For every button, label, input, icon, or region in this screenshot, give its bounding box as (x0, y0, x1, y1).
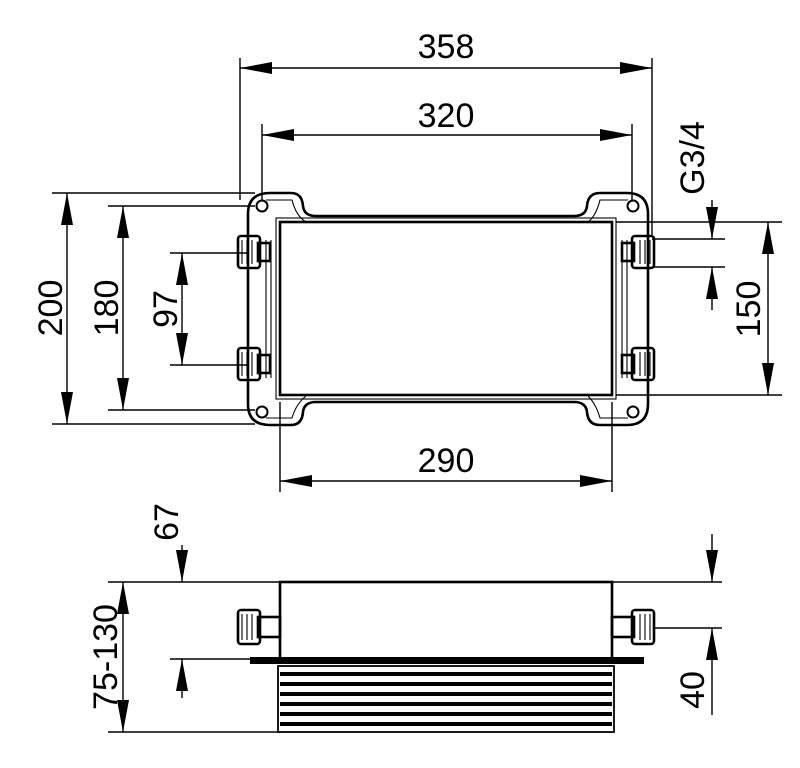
inner-box (278, 220, 614, 397)
dim-label-180: 180 (88, 280, 126, 337)
side-box (278, 580, 614, 662)
dim-label-67: 67 (148, 503, 186, 541)
mounting-plate-outline (246, 191, 650, 427)
connector-top-left (236, 234, 272, 270)
dimension-total-height: 200 (32, 192, 255, 425)
side-connector-left (236, 608, 282, 646)
dim-label-150: 150 (730, 281, 768, 338)
rib-stack (277, 665, 615, 733)
mounting-plate-inner-outline (266, 199, 628, 419)
dim-label-358: 358 (418, 28, 475, 66)
top-view (236, 191, 656, 427)
dimension-total-width: 358 (239, 28, 653, 235)
mounting-hole-top-left (255, 199, 269, 213)
inner-box-border (275, 217, 617, 400)
dimension-side-height: 150 (616, 221, 782, 396)
dimension-hole-spacing-height: 180 (88, 205, 255, 411)
dimension-depth-upper: 67 (108, 503, 280, 698)
dim-label-97: 97 (147, 290, 185, 328)
dimension-depth-range: 75-130 (87, 582, 280, 733)
mounting-hole-bottom-left (255, 405, 269, 419)
dim-label-75-130: 75-130 (87, 604, 125, 710)
mounting-hole-bottom-right (626, 405, 640, 419)
mounting-hole-top-right (626, 199, 640, 213)
dimension-inner-width: 290 (279, 402, 613, 492)
dimension-thread-size: G3/4 (652, 121, 725, 310)
dimension-hole-spacing-width: 320 (261, 97, 633, 200)
side-view (236, 580, 656, 733)
side-connector-right (610, 608, 656, 646)
connector-bottom-right (620, 346, 656, 382)
dim-label-200: 200 (32, 280, 70, 337)
connector-top-right (620, 234, 656, 270)
dim-label-40: 40 (674, 671, 712, 709)
dimension-connector-spacing: 97 (147, 252, 248, 366)
flange-plate (250, 657, 644, 664)
dim-label-320: 320 (418, 97, 475, 135)
connector-bottom-left (236, 346, 272, 382)
dim-label-290: 290 (418, 442, 475, 480)
dimension-connector-depth: 40 (612, 534, 722, 715)
dim-label-thread: G3/4 (674, 121, 712, 195)
